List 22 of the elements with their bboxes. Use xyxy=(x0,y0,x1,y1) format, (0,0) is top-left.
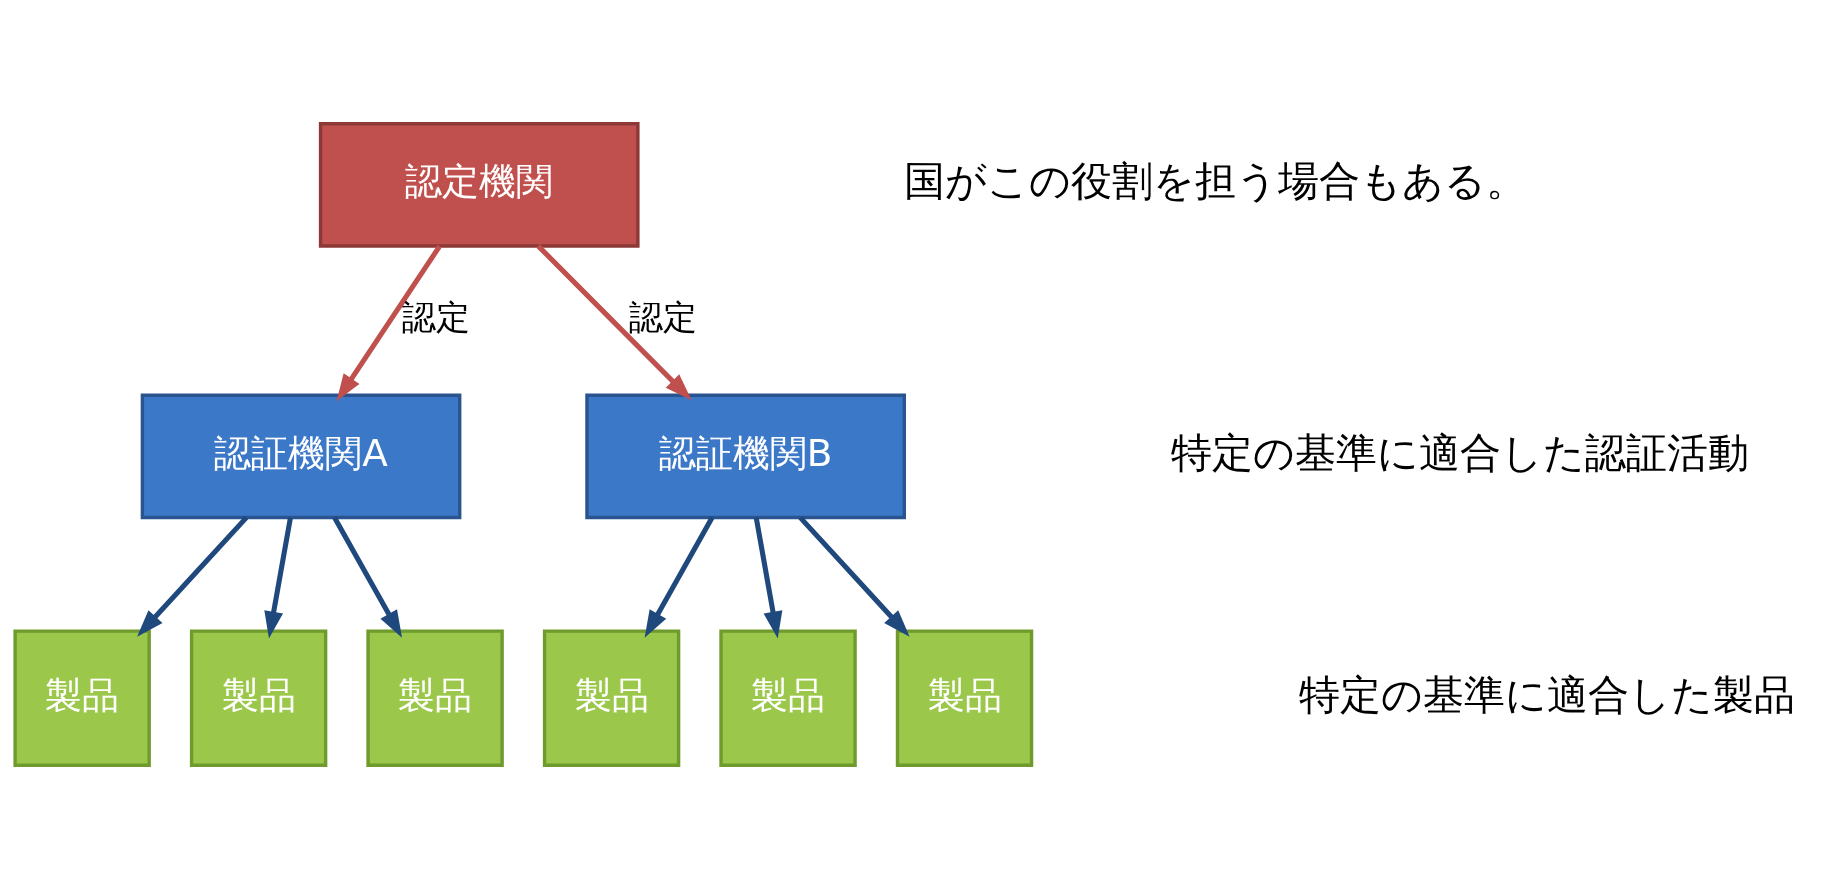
node-box: 製品 xyxy=(895,629,1034,767)
label: 特定の基準に適合した認証活動 xyxy=(1171,428,1750,477)
arrow xyxy=(264,517,293,639)
node-box: 認証機関A xyxy=(140,393,462,520)
label: 特定の基準に適合した製品 xyxy=(1298,670,1795,719)
node-box: 製品 xyxy=(13,629,151,767)
node-box: 認定機関 xyxy=(318,122,640,248)
arrow xyxy=(644,516,715,638)
arrow xyxy=(332,516,403,638)
edge-label: 認定 xyxy=(629,298,698,338)
node-box: 製品 xyxy=(719,629,857,767)
node-box: 認証機関B xyxy=(585,393,906,520)
label: 国がこの役割を担う場合もある。 xyxy=(904,157,1528,206)
node-box: 製品 xyxy=(366,629,504,767)
arrow xyxy=(137,515,249,637)
node-box: 製品 xyxy=(542,629,681,767)
arrow xyxy=(336,244,442,402)
edge-label: 認定 xyxy=(401,298,470,338)
arrow xyxy=(798,515,910,637)
arrow xyxy=(753,517,783,639)
arrow xyxy=(536,244,692,401)
node-box: 製品 xyxy=(189,629,328,767)
